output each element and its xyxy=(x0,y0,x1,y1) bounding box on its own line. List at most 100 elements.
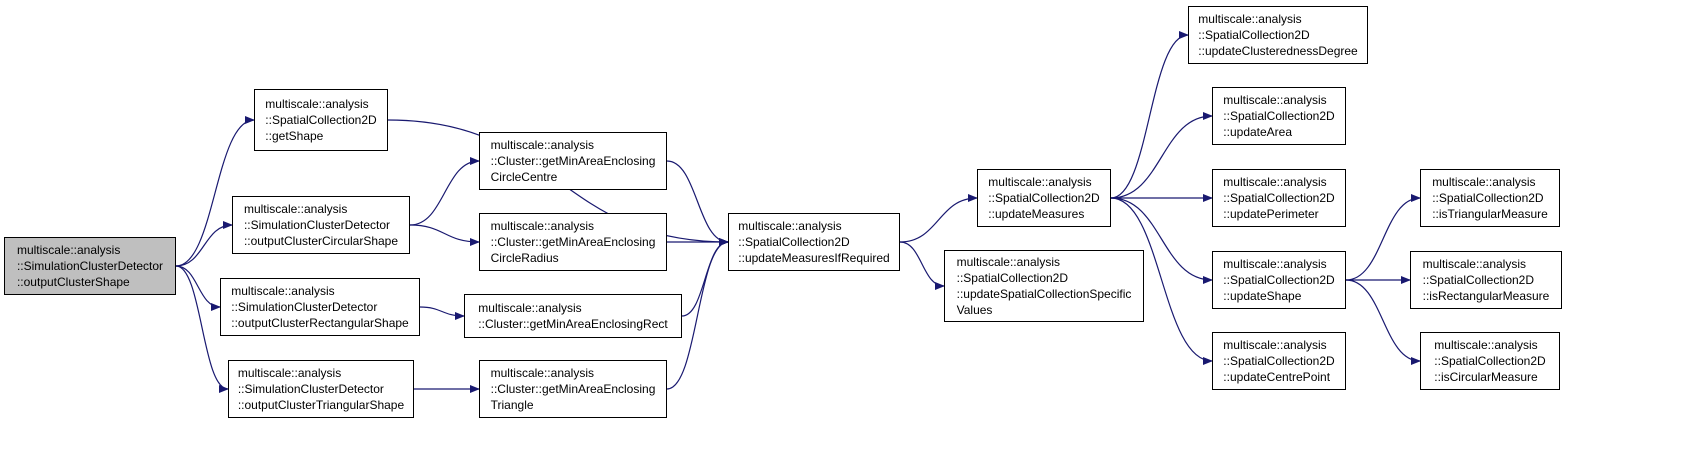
node-rect[interactable]: multiscale::analysis::Cluster::getMinAre… xyxy=(464,294,682,338)
node-updIfReq[interactable]: multiscale::analysis::SpatialCollection2… xyxy=(728,213,900,271)
node-label-line: ::SimulationClusterDetector xyxy=(231,300,378,314)
node-label-line: ::SpatialCollection2D xyxy=(1422,273,1535,287)
node-label-line: ::SpatialCollection2D xyxy=(956,271,1069,285)
node-label-line: ::SpatialCollection2D xyxy=(738,235,850,249)
edge-updMeasures-to-updArea xyxy=(1110,112,1213,199)
node-label-line: multiscale::analysis xyxy=(1223,93,1327,107)
node-label: multiscale::analysis::SpatialCollection2… xyxy=(988,174,1099,222)
edge-circShape-to-circRadius xyxy=(409,224,480,246)
node-label-line: ::outputClusterCircularShape xyxy=(243,234,399,248)
node-label-line: ::outputClusterRectangularShape xyxy=(231,316,409,330)
node-tri[interactable]: multiscale::analysis::Cluster::getMinAre… xyxy=(479,360,667,418)
node-label-line: multiscale::analysis xyxy=(1432,175,1536,189)
node-label: multiscale::analysis::SpatialCollection2… xyxy=(265,96,376,144)
node-label-line: Values xyxy=(956,303,993,317)
node-label-line: ::outputClusterTriangularShape xyxy=(237,398,405,412)
node-updShape[interactable]: multiscale::analysis::SpatialCollection2… xyxy=(1212,251,1346,309)
node-label-line: ::SpatialCollection2D xyxy=(988,191,1100,205)
node-label-line: ::updateArea xyxy=(1223,125,1293,139)
node-label-line: ::updateClusterednessDegree xyxy=(1198,44,1358,58)
node-label-line: multiscale::analysis xyxy=(1223,257,1327,271)
edge-updMeasures-to-updCentre xyxy=(1110,197,1213,365)
node-label-line: multiscale::analysis xyxy=(231,284,335,298)
node-label-line: multiscale::analysis xyxy=(988,175,1092,189)
edge-updIfReq-to-updMeasures xyxy=(899,194,978,243)
node-label-line: multiscale::analysis xyxy=(16,243,121,257)
node-label-line: multiscale::analysis xyxy=(490,366,594,380)
node-label-line: multiscale::analysis xyxy=(490,219,594,233)
node-label-line: ::SimulationClusterDetector xyxy=(237,382,384,396)
node-label-line: ::Cluster::getMinAreaEnclosing xyxy=(490,235,656,249)
node-circCentre[interactable]: multiscale::analysis::Cluster::getMinAre… xyxy=(479,132,667,190)
node-label-line: ::Cluster::getMinAreaEnclosing xyxy=(490,382,656,396)
node-updCentre[interactable]: multiscale::analysis::SpatialCollection2… xyxy=(1212,332,1346,390)
node-label-line: ::SpatialCollection2D xyxy=(1223,191,1335,205)
edge-updMeasures-to-updShape xyxy=(1110,197,1213,284)
node-label-line: ::updateCentrePoint xyxy=(1223,370,1331,384)
node-triShape[interactable]: multiscale::analysis::SimulationClusterD… xyxy=(228,360,414,418)
node-label-line: multiscale::analysis xyxy=(237,366,342,380)
node-label: multiscale::analysis::Cluster::getMinAre… xyxy=(491,218,656,266)
node-label: multiscale::analysis::SpatialCollection2… xyxy=(738,218,889,266)
node-label: multiscale::analysis::SpatialCollection2… xyxy=(1432,174,1548,222)
node-label: multiscale::analysis::SpatialCollection2… xyxy=(1434,337,1545,385)
node-isTri[interactable]: multiscale::analysis::SpatialCollection2… xyxy=(1420,169,1560,227)
edge-tri-to-updIfReq xyxy=(666,238,729,390)
node-label: multiscale::analysis::SpatialCollection2… xyxy=(1223,337,1334,385)
node-circRadius[interactable]: multiscale::analysis::Cluster::getMinAre… xyxy=(479,213,667,271)
node-label: multiscale::analysis::SpatialCollection2… xyxy=(957,254,1132,318)
edge-circShape-to-circCentre xyxy=(409,157,480,226)
node-label-line: ::isCircularMeasure xyxy=(1434,370,1538,384)
node-label: multiscale::analysis::SpatialCollection2… xyxy=(1223,174,1334,222)
edge-root-to-circShape xyxy=(175,221,233,267)
node-label-line: multiscale::analysis xyxy=(738,219,842,233)
node-circShape[interactable]: multiscale::analysis::SimulationClusterD… xyxy=(232,196,410,254)
node-label-line: ::updateMeasures xyxy=(988,207,1085,221)
node-updMeasures[interactable]: multiscale::analysis::SpatialCollection2… xyxy=(977,169,1111,227)
edge-updShape-to-isCirc xyxy=(1345,279,1421,365)
node-label-line: ::SpatialCollection2D xyxy=(1434,354,1546,368)
edge-rect-to-updIfReq xyxy=(681,238,729,317)
node-root: multiscale::analysis::SimulationClusterD… xyxy=(4,237,176,295)
node-label-line: ::outputClusterShape xyxy=(16,275,130,289)
node-isRect[interactable]: multiscale::analysis::SpatialCollection2… xyxy=(1410,251,1562,309)
node-label-line: ::updateShape xyxy=(1223,289,1302,303)
node-updPerim[interactable]: multiscale::analysis::SpatialCollection2… xyxy=(1212,169,1346,227)
node-getShape[interactable]: multiscale::analysis::SpatialCollection2… xyxy=(254,89,388,151)
node-label: multiscale::analysis::SimulationClusterD… xyxy=(17,242,163,290)
node-label-line: ::updateSpatialCollectionSpecific xyxy=(956,287,1132,301)
edge-rectShape-to-rect xyxy=(419,306,465,320)
node-label: multiscale::analysis::SimulationClusterD… xyxy=(238,365,404,413)
node-isCirc[interactable]: multiscale::analysis::SpatialCollection2… xyxy=(1420,332,1560,390)
node-label-line: multiscale::analysis xyxy=(1198,12,1302,26)
node-label: multiscale::analysis::Cluster::getMinAre… xyxy=(478,300,667,332)
node-label-line: ::updatePerimeter xyxy=(1223,207,1319,221)
node-updClust[interactable]: multiscale::analysis::SpatialCollection2… xyxy=(1188,6,1368,64)
node-label: multiscale::analysis::SpatialCollection2… xyxy=(1223,92,1334,140)
node-label: multiscale::analysis::SpatialCollection2… xyxy=(1423,256,1550,304)
node-label-line: multiscale::analysis xyxy=(1223,338,1327,352)
node-label-line: ::SpatialCollection2D xyxy=(1198,28,1310,42)
node-label: multiscale::analysis::SpatialCollection2… xyxy=(1223,256,1334,304)
node-label-line: multiscale::analysis xyxy=(478,301,582,315)
node-updSpecific[interactable]: multiscale::analysis::SpatialCollection2… xyxy=(944,250,1144,322)
node-label-line: ::SpatialCollection2D xyxy=(265,113,377,127)
edge-circCentre-to-updIfReq xyxy=(666,160,729,246)
node-label-line: multiscale::analysis xyxy=(1434,338,1538,352)
node-label-line: ::updateMeasuresIfRequired xyxy=(738,251,890,265)
node-label-line: Triangle xyxy=(490,398,534,412)
edge-updIfReq-to-updSpecific xyxy=(899,241,945,290)
node-updArea[interactable]: multiscale::analysis::SpatialCollection2… xyxy=(1212,87,1346,145)
node-label-line: multiscale::analysis xyxy=(1223,175,1327,189)
edge-updShape-to-isTri xyxy=(1345,194,1421,281)
node-label-line: multiscale::analysis xyxy=(956,255,1060,269)
node-label-line: ::getShape xyxy=(265,129,324,143)
node-rectShape[interactable]: multiscale::analysis::SimulationClusterD… xyxy=(220,278,420,336)
node-label-line: ::isTriangularMeasure xyxy=(1432,207,1548,221)
node-label-line: multiscale::analysis xyxy=(490,138,594,152)
node-label-line: CircleCentre xyxy=(490,170,558,184)
node-label-line: multiscale::analysis xyxy=(265,97,369,111)
node-label-line: CircleRadius xyxy=(490,251,559,265)
edge-updMeasures-to-updClust xyxy=(1110,31,1189,199)
